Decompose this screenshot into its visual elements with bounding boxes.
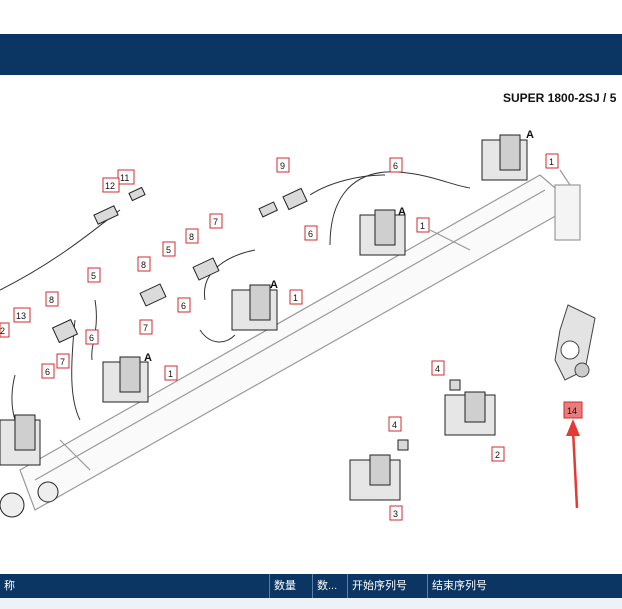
svg-text:8: 8: [49, 295, 54, 305]
svg-text:12: 12: [105, 181, 115, 191]
parts-diagram: 1 1 1 1 2 2 3 4 4 5 5 6 6 6 6 6 7 7 7 8 …: [0, 129, 596, 521]
callout-8[interactable]: 8: [137, 256, 151, 272]
callout-8[interactable]: 8: [185, 228, 199, 244]
callout-9[interactable]: 9: [276, 157, 290, 173]
svg-text:14: 14: [567, 406, 577, 416]
callout-6[interactable]: 6: [41, 363, 55, 379]
model-title: SUPER 1800-2SJ / 5: [503, 91, 617, 105]
bracket-part-14: [554, 304, 596, 381]
callout-7[interactable]: 7: [139, 319, 153, 335]
svg-text:6: 6: [393, 161, 398, 171]
svg-text:7: 7: [213, 217, 218, 227]
table-body-edge: [0, 598, 622, 609]
column-count[interactable]: 数...: [313, 574, 348, 598]
svg-text:6: 6: [45, 367, 50, 377]
valve-mark-a: A: [398, 206, 406, 218]
top-strip: [0, 0, 622, 34]
svg-text:5: 5: [91, 271, 96, 281]
callout-5[interactable]: 5: [162, 241, 176, 257]
svg-text:3: 3: [393, 509, 398, 519]
pointer-arrow: [566, 419, 580, 509]
callout-2[interactable]: 2: [491, 446, 505, 462]
column-start-serial[interactable]: 开始序列号: [348, 574, 428, 598]
callout-4[interactable]: 4: [431, 360, 445, 376]
svg-text:1: 1: [293, 293, 298, 303]
callout-6[interactable]: 6: [177, 297, 191, 313]
callout-4[interactable]: 4: [388, 416, 402, 432]
callout-1[interactable]: 1: [416, 217, 430, 233]
svg-text:11: 11: [120, 173, 129, 183]
svg-text:13: 13: [16, 311, 26, 321]
svg-text:1: 1: [168, 369, 173, 379]
callout-14[interactable]: 14: [563, 401, 583, 419]
callout-1[interactable]: 1: [289, 289, 303, 305]
valve-mark-a: A: [526, 129, 534, 141]
svg-text:5: 5: [166, 245, 171, 255]
header-bar: [0, 34, 622, 75]
valve-mark-a: A: [270, 279, 278, 291]
callout-7[interactable]: 7: [209, 213, 223, 229]
callout-8[interactable]: 8: [45, 291, 59, 307]
column-quantity[interactable]: 数量: [270, 574, 313, 598]
svg-text:7: 7: [143, 323, 148, 333]
fittings: [0, 186, 461, 518]
callout-2[interactable]: 2: [0, 322, 10, 338]
svg-text:1: 1: [420, 221, 425, 231]
svg-text:6: 6: [89, 333, 94, 343]
svg-text:7: 7: [60, 357, 65, 367]
svg-text:8: 8: [189, 232, 194, 242]
callout-6[interactable]: 6: [85, 329, 99, 345]
svg-text:4: 4: [392, 420, 397, 430]
callout-5[interactable]: 5: [87, 267, 101, 283]
callout-6[interactable]: 6: [304, 225, 318, 241]
callout-13[interactable]: 13: [13, 307, 31, 323]
callout-12[interactable]: 12: [102, 177, 120, 193]
callout-3[interactable]: 3: [389, 505, 403, 521]
callout-1[interactable]: 1: [545, 153, 559, 169]
callout-11[interactable]: 11: [117, 169, 135, 185]
svg-text:4: 4: [435, 364, 440, 374]
svg-text:9: 9: [280, 161, 285, 171]
callout-7[interactable]: 7: [56, 353, 70, 369]
column-end-serial[interactable]: 结束序列号: [432, 580, 487, 592]
valve-assembly: [0, 134, 528, 501]
mounting-rail: [19, 169, 581, 511]
callout-1[interactable]: 1: [164, 365, 178, 381]
parts-table-header: 称 数量 数... 开始序列号 结束序列号: [0, 574, 622, 598]
svg-text:6: 6: [181, 301, 186, 311]
valve-mark-a: A: [144, 352, 152, 364]
svg-text:1: 1: [549, 157, 554, 167]
svg-text:8: 8: [141, 260, 146, 270]
column-name[interactable]: 称: [0, 574, 270, 598]
svg-text:6: 6: [308, 229, 313, 239]
callout-6[interactable]: 6: [389, 157, 403, 173]
svg-text:2: 2: [495, 450, 500, 460]
svg-text:2: 2: [0, 326, 5, 336]
